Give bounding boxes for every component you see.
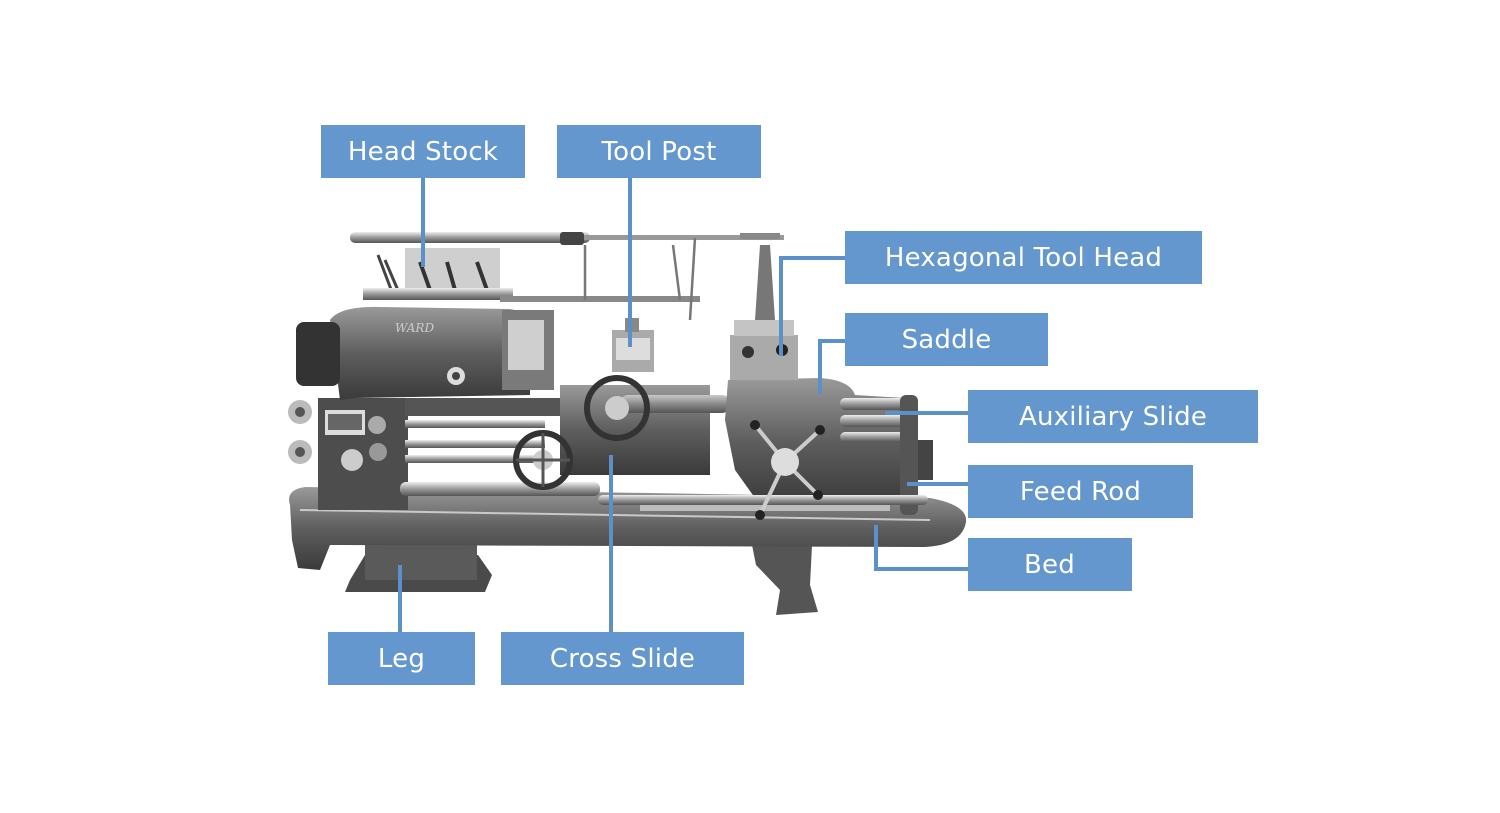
connector-leg [398, 565, 402, 632]
leg-shape [345, 540, 492, 592]
connector-bed-h [874, 567, 968, 571]
connector-auxiliary-slide [885, 411, 968, 415]
connector-bed-v [874, 525, 878, 570]
connector-tool-post [628, 177, 632, 347]
connector-feed-rod [907, 482, 968, 486]
label-cross-slide: Cross Slide [501, 632, 744, 685]
label-hexagonal-tool-head: Hexagonal Tool Head [845, 231, 1202, 284]
connector-head-stock [421, 177, 425, 267]
label-leg: Leg [328, 632, 475, 685]
connector-cross-slide [609, 455, 613, 632]
svg-text:WARD: WARD [395, 321, 434, 335]
label-tool-post: Tool Post [557, 125, 761, 178]
label-head-stock: Head Stock [321, 125, 525, 178]
label-auxiliary-slide: Auxiliary Slide [968, 390, 1258, 443]
connector-saddle-h [818, 339, 845, 343]
label-feed-rod: Feed Rod [968, 465, 1193, 518]
connector-hexagonal-tool-head-v [779, 256, 783, 356]
label-bed: Bed [968, 538, 1132, 591]
connector-hexagonal-tool-head-h [779, 256, 845, 260]
label-saddle: Saddle [845, 313, 1048, 366]
connector-saddle-v [818, 339, 822, 394]
